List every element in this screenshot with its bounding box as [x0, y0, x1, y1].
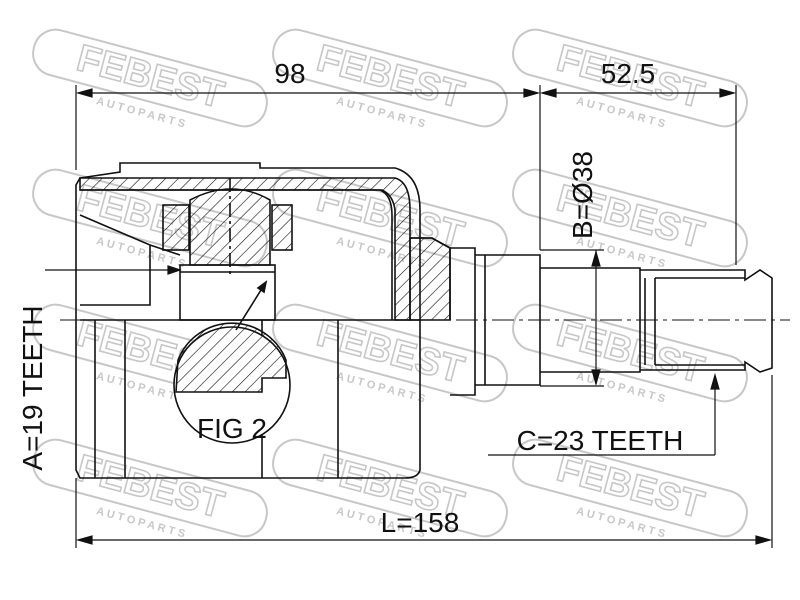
housing-outline	[75, 162, 421, 479]
fig2-hatch	[175, 322, 287, 393]
fig2-label: FIG 2	[197, 413, 267, 444]
cv-joint-drawing	[60, 162, 790, 479]
dim-label-52-5: 52.5	[601, 58, 656, 89]
housing-cavity	[80, 189, 393, 320]
dim-label-98: 98	[274, 58, 305, 89]
dim-label-total-length: L=158	[381, 507, 460, 538]
spider-body	[179, 264, 276, 321]
housing-neck-hatch	[409, 237, 451, 321]
label-a-teeth: A=19 TEETH	[17, 305, 48, 470]
watermark-layer	[22, 23, 753, 561]
shaft-step-1	[450, 247, 476, 396]
inner-taper	[79, 214, 151, 306]
tripod-roller-right	[271, 204, 293, 251]
shaft-spline	[640, 269, 773, 373]
tripod-hub	[189, 188, 271, 266]
dim-label-diameter: B=Ø38	[567, 151, 598, 239]
label-c-teeth: C=23 TEETH	[517, 425, 684, 456]
dimension-lines	[45, 85, 773, 548]
tripod-roller-left	[162, 204, 190, 251]
